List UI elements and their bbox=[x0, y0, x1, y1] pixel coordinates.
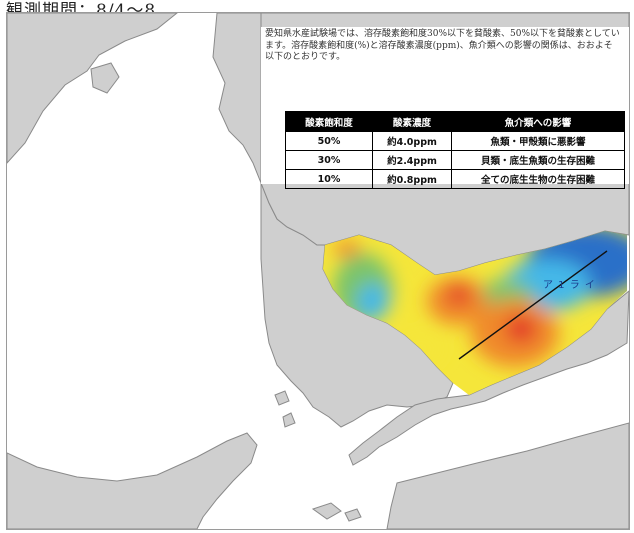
oxygen-effect-table: 酸素飽和度 酸素濃度 魚介類への影響 50% 約4.0ppm 魚類・甲殻類に悪影… bbox=[285, 111, 625, 189]
table-row: 10% 約0.8ppm 全ての底生生物の生存困難 bbox=[285, 169, 625, 189]
table-header-cell: 酸素飽和度 bbox=[285, 111, 373, 132]
survey-line bbox=[458, 250, 608, 360]
table-cell: 全ての底生生物の生存困難 bbox=[451, 169, 625, 189]
table-row: 50% 約4.0ppm 魚類・甲殻類に悪影響 bbox=[285, 131, 625, 151]
table-header-cell: 酸素濃度 bbox=[372, 111, 452, 132]
island-2 bbox=[282, 412, 296, 428]
table-cell: 約4.0ppm bbox=[372, 131, 452, 151]
land-southeast bbox=[386, 422, 629, 529]
land-north-strip bbox=[90, 62, 120, 94]
table-cell: 30% bbox=[285, 150, 373, 170]
table-header-cell: 魚介類への影響 bbox=[451, 111, 625, 132]
survey-line-label: ア 1 ラ イ bbox=[543, 280, 596, 291]
info-note: 愛知県水産試験場では、溶存酸素飽和度30%以下を貧酸素、50%以下を貧酸素として… bbox=[265, 29, 620, 62]
island-3 bbox=[311, 502, 342, 520]
table-cell: 貝類・底生魚類の生存困難 bbox=[451, 150, 625, 170]
map-frame: 愛知県水産試験場では、溶存酸素飽和度30%以下を貧酸素、50%以下を貧酸素として… bbox=[6, 12, 630, 530]
island-4 bbox=[344, 508, 362, 522]
info-panel: 愛知県水産試験場では、溶存酸素飽和度30%以下を貧酸素、50%以下を貧酸素として… bbox=[261, 27, 629, 189]
table-cell: 50% bbox=[285, 131, 373, 151]
table-cell: 約2.4ppm bbox=[372, 150, 452, 170]
table-cell: 約0.8ppm bbox=[372, 169, 452, 189]
table-cell: 10% bbox=[285, 169, 373, 189]
land-southwest bbox=[7, 432, 258, 529]
island-1 bbox=[274, 390, 290, 406]
table-row: 30% 約2.4ppm 貝類・底生魚類の生存困難 bbox=[285, 150, 625, 170]
table-header-row: 酸素飽和度 酸素濃度 魚介類への影響 bbox=[285, 111, 625, 132]
table-cell: 魚類・甲殻類に悪影響 bbox=[451, 131, 625, 151]
land-north bbox=[212, 13, 262, 184]
land-northwest bbox=[7, 13, 178, 164]
